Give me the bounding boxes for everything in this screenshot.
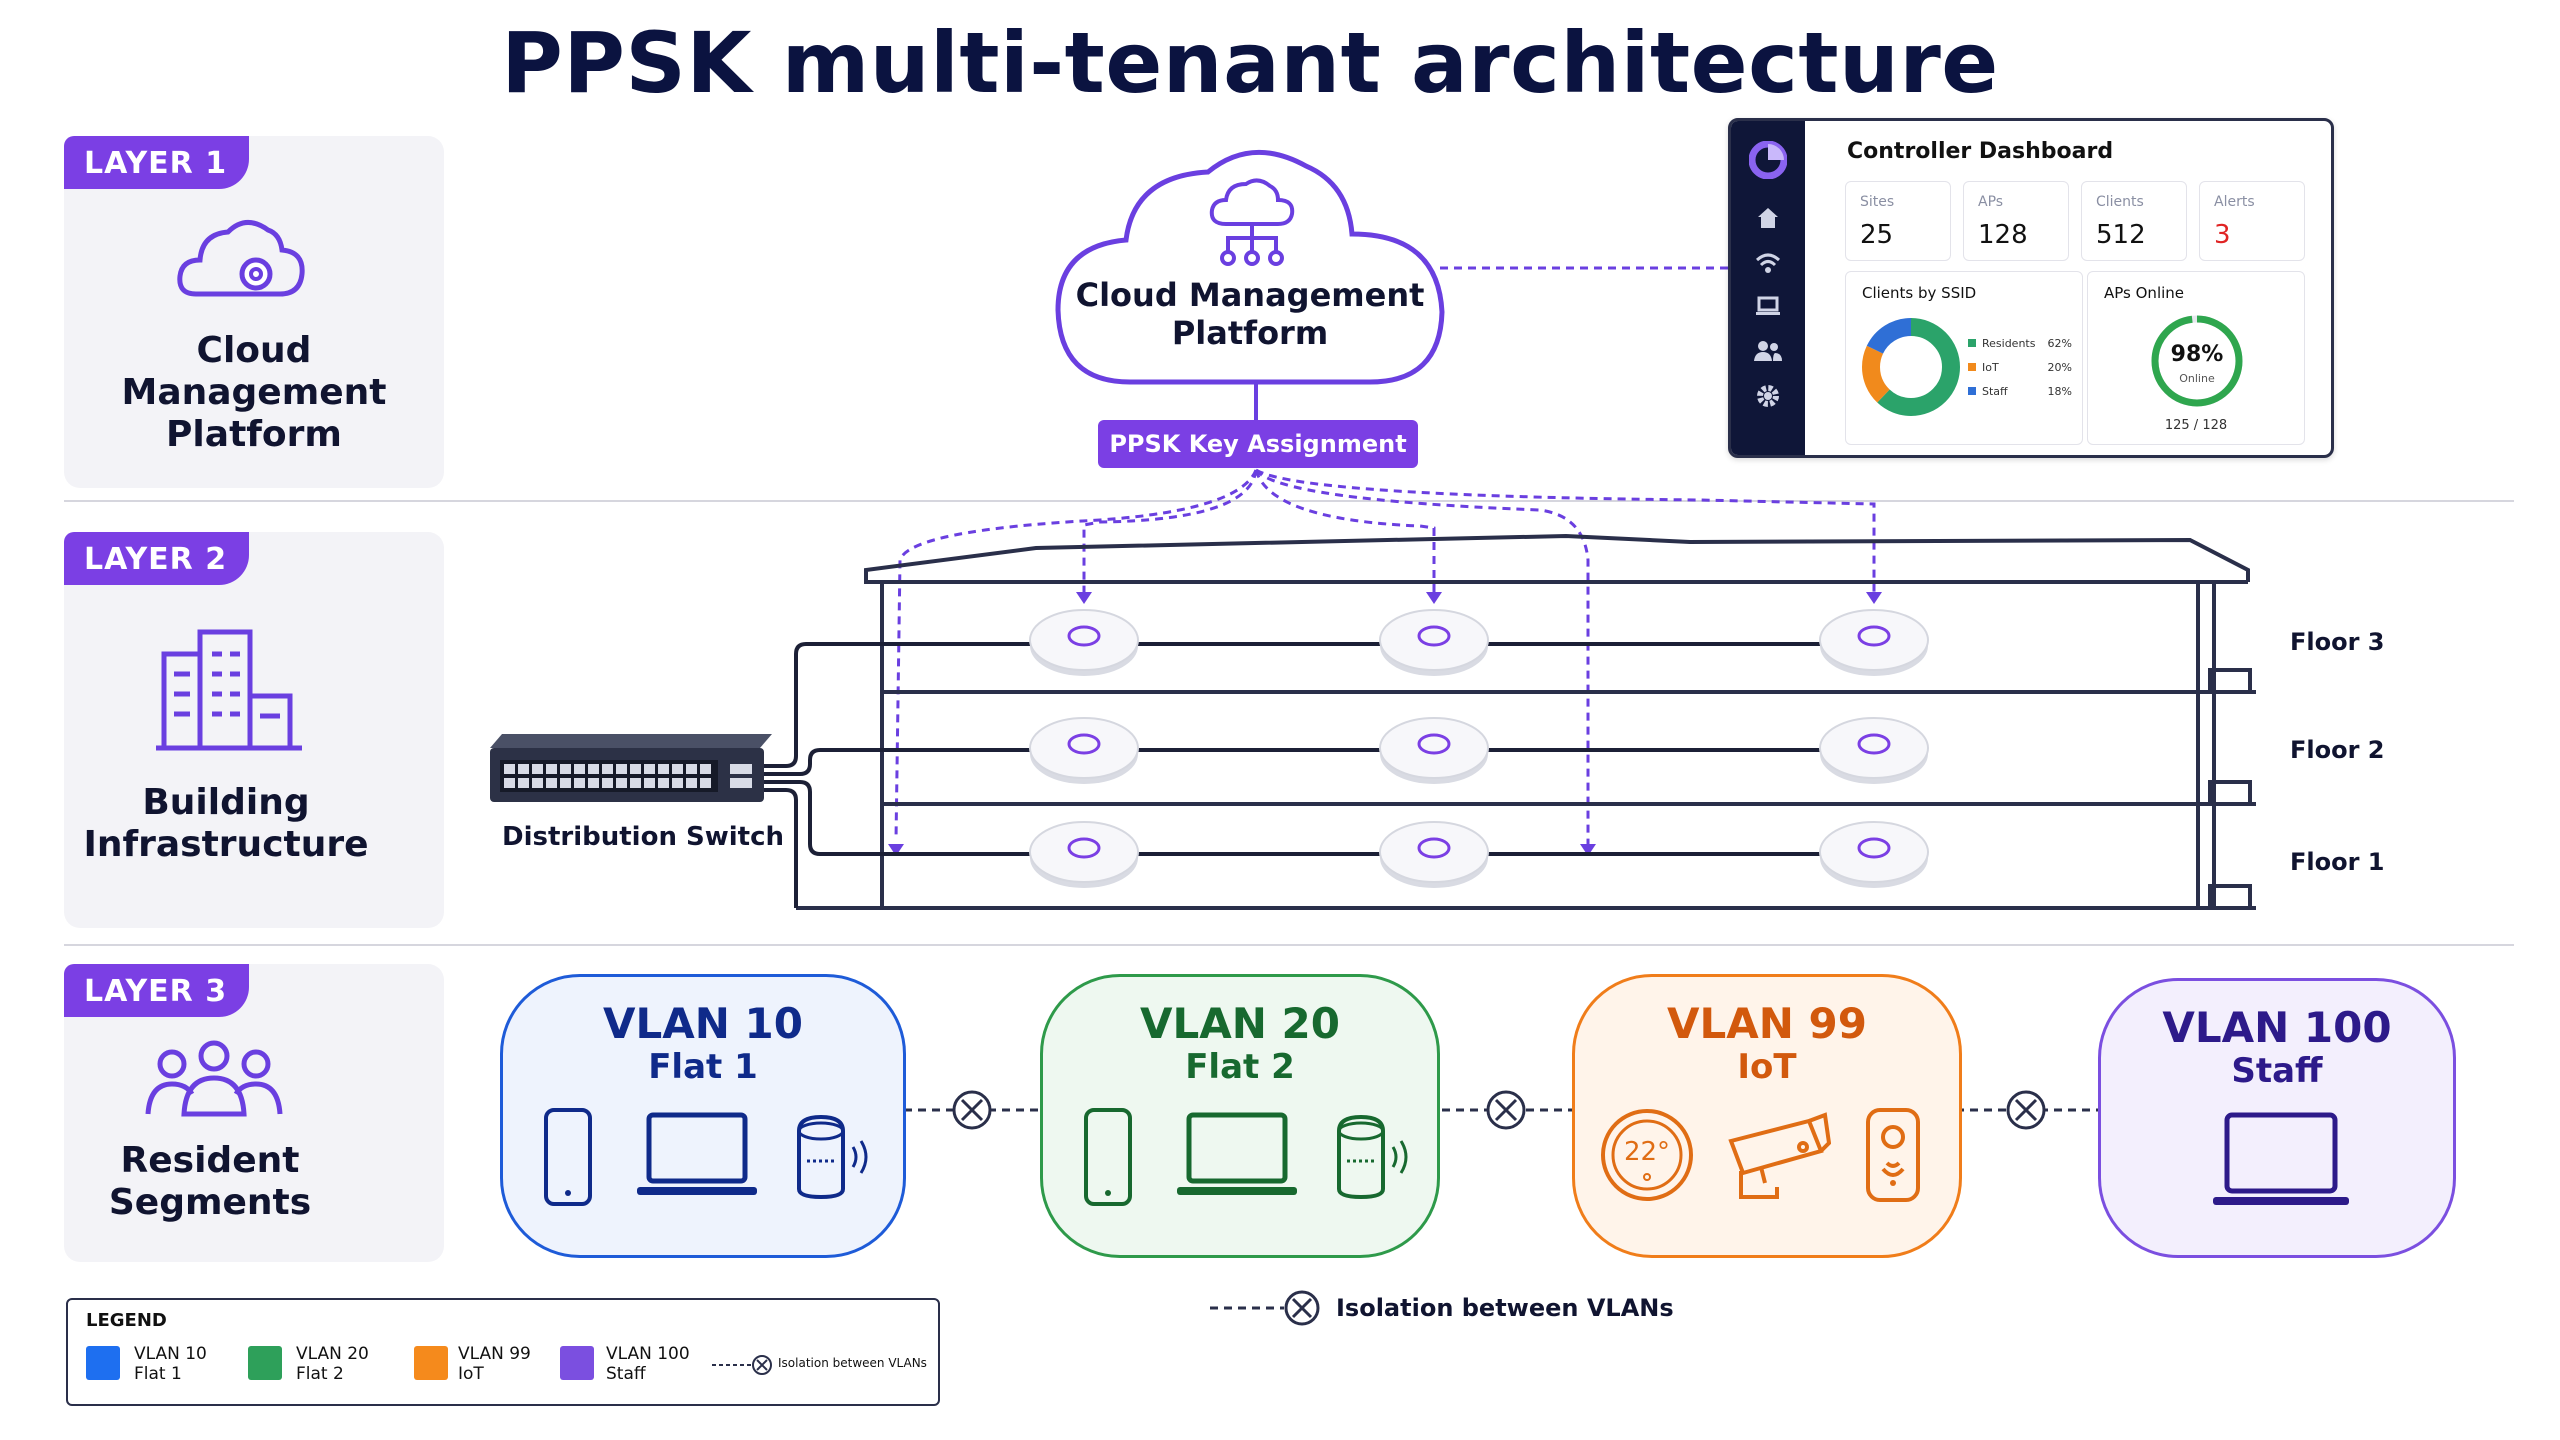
- stat-alerts[interactable]: Alerts 3: [2199, 181, 2305, 261]
- legend-title: LEGEND: [86, 1310, 167, 1331]
- users-icon[interactable]: [1753, 339, 1783, 363]
- divider-2: [64, 944, 2514, 946]
- stat-aps[interactable]: APs 128: [1963, 181, 2069, 261]
- dashboard-sidebar: [1731, 121, 1805, 455]
- layer-2-label: Building Infrastructure: [83, 782, 369, 865]
- laptop-icon: [1177, 1112, 1297, 1195]
- doorbell-icon: [1866, 1108, 1920, 1202]
- floor-2-label: Floor 2: [2290, 736, 2385, 764]
- legend-swatch-vlan99: [414, 1346, 448, 1380]
- camera-icon: [1728, 1112, 1831, 1199]
- logo-icon[interactable]: [1749, 141, 1787, 179]
- thermostat-reading: 22°: [1623, 1137, 1671, 1167]
- stat-sites[interactable]: Sites 25: [1845, 181, 1951, 261]
- smart-speaker-icon: [797, 1114, 868, 1200]
- layer-2-panel: [64, 532, 444, 928]
- legend-swatch-vlan20: [248, 1346, 282, 1380]
- people-icon: [145, 1040, 283, 1117]
- floor-3-label: Floor 3: [2290, 628, 2385, 656]
- vlan-20-segment[interactable]: VLAN 20 Flat 2: [1040, 974, 1440, 1258]
- floor-1-label: Floor 1: [2290, 848, 2385, 876]
- page-title: PPSK multi-tenant architecture: [501, 14, 1999, 112]
- legend-swatch-vlan10: [86, 1346, 120, 1380]
- thermostat-icon: [1601, 1109, 1693, 1201]
- access-points: [1029, 609, 1929, 888]
- divider-1: [64, 500, 2514, 502]
- distribution-switch: [490, 734, 772, 802]
- phone-icon: [1084, 1108, 1132, 1206]
- isolation-label: Isolation between VLANs: [1336, 1294, 1674, 1322]
- aps-online-sub: Online: [2179, 372, 2215, 385]
- aps-online-count: 125 / 128: [2164, 418, 2228, 433]
- cloud-label: Cloud Management Platform: [1075, 276, 1425, 352]
- isolation-icon: [712, 1355, 772, 1375]
- phone-icon: [544, 1108, 592, 1206]
- building-icon: [156, 629, 302, 751]
- vlan-10-segment[interactable]: VLAN 10 Flat 1: [500, 974, 906, 1258]
- laptop-icon: [637, 1112, 757, 1195]
- smart-speaker-icon: [1337, 1114, 1408, 1200]
- laptop-icon[interactable]: [1755, 295, 1781, 317]
- wifi-icon[interactable]: [1755, 251, 1781, 275]
- layer-3-tag: LAYER 3: [64, 964, 250, 1017]
- layer-3-label: Resident Segments: [108, 1140, 312, 1223]
- cloud-shape: [1055, 149, 1445, 385]
- layer-1-tag: LAYER 1: [64, 136, 250, 189]
- gear-icon[interactable]: [1755, 383, 1781, 409]
- dashboard-title: Controller Dashboard: [1847, 139, 2114, 164]
- ssid-donut-chart: [1862, 318, 1960, 416]
- cloud-network-icon: [1209, 178, 1295, 266]
- aps-online-gauge: [2151, 315, 2243, 407]
- distribution-switch-label: Distribution Switch: [502, 822, 785, 852]
- aps-online-card[interactable]: APs Online 98% Online 125 / 128: [2087, 271, 2305, 445]
- home-icon[interactable]: [1755, 205, 1781, 231]
- cloud-gear-icon: [177, 220, 305, 297]
- vlan-99-segment[interactable]: VLAN 99 IoT 22°: [1572, 974, 1962, 1258]
- laptop-icon: [2213, 1112, 2349, 1205]
- aps-online-pct: 98%: [2170, 342, 2224, 367]
- layer-1-panel: [64, 136, 444, 488]
- layer-2-tag: LAYER 2: [64, 532, 250, 585]
- controller-dashboard: Controller Dashboard Sites 25 APs 128 Cl…: [1728, 118, 2334, 458]
- stat-clients[interactable]: Clients 512: [2081, 181, 2187, 261]
- donut-slice-2: [1862, 318, 1960, 416]
- vlan-100-segment[interactable]: VLAN 100 Staff: [2098, 978, 2456, 1258]
- ppsk-key-assignment-button[interactable]: PPSK Key Assignment: [1098, 420, 1418, 468]
- donut-slice-1: [1862, 318, 1960, 416]
- legend-isolation-label: Isolation between VLANs: [778, 1356, 927, 1370]
- legend-swatch-vlan100: [560, 1346, 594, 1380]
- layer-1-label: Cloud Management Platform: [121, 330, 387, 455]
